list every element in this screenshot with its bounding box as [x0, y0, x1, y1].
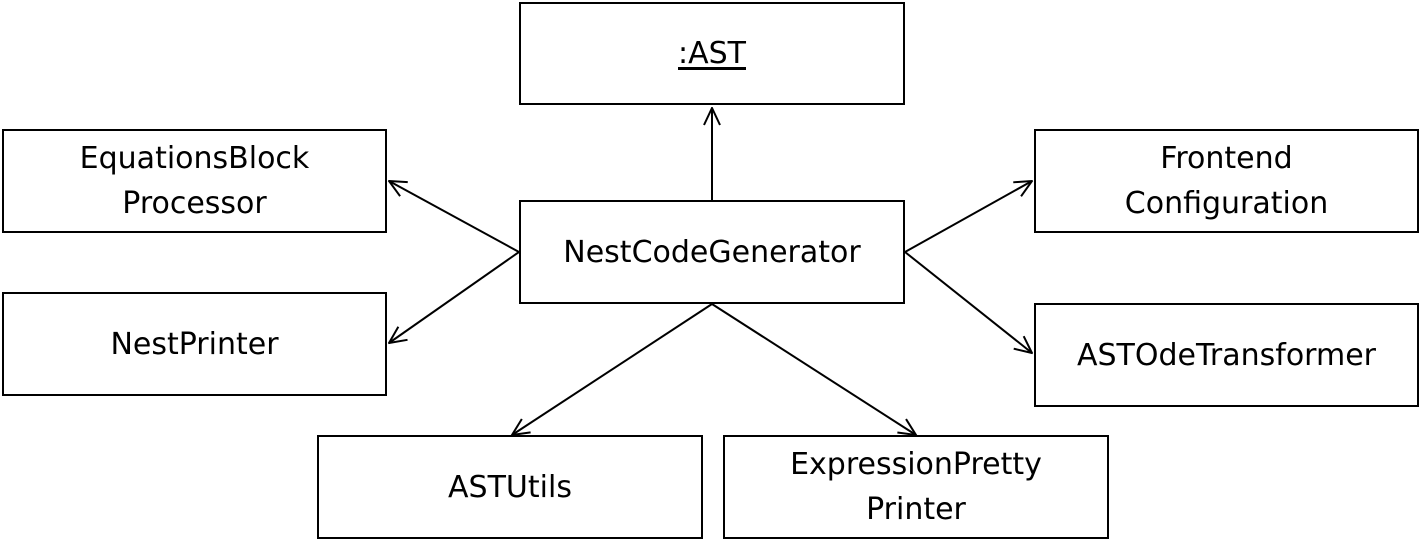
expression-pretty-printer-label-line-1: ExpressionPretty: [790, 447, 1042, 482]
frontend-configuration-label-line-1: Frontend: [1160, 141, 1293, 176]
equations-block-processor-node: EquationsBlock Processor: [2, 129, 387, 233]
edge-generator-to-equations-block-processor: [389, 181, 520, 253]
frontend-configuration-node: Frontend Configuration: [1034, 129, 1419, 233]
nest-printer-label: NestPrinter: [110, 326, 279, 362]
ast-ode-transformer-node: ASTOdeTransformer: [1034, 303, 1419, 407]
equations-block-processor-label-line-1: EquationsBlock: [79, 141, 310, 176]
nest-code-generator-label: NestCodeGenerator: [563, 234, 861, 270]
nest-printer-node: NestPrinter: [2, 292, 387, 396]
edge-generator-to-nest-printer: [389, 251, 520, 343]
ast-node: :AST: [519, 2, 905, 105]
ast-utils-label: ASTUtils: [448, 469, 572, 505]
ast-ode-transformer-label: ASTOdeTransformer: [1076, 337, 1377, 373]
edge-generator-to-expression-pretty-printer: [711, 303, 916, 435]
expression-pretty-printer-label-line-2: Printer: [866, 492, 966, 527]
nest-code-generator-node: NestCodeGenerator: [519, 200, 905, 304]
frontend-configuration-label-line-2: Configuration: [1124, 186, 1329, 221]
equations-block-processor-label-line-2: Processor: [122, 186, 267, 221]
expression-pretty-printer-node: ExpressionPretty Printer: [723, 435, 1109, 539]
edge-generator-to-ast-utils: [512, 303, 713, 435]
edge-generator-to-frontend-configuration: [904, 181, 1032, 253]
ast-node-label: :AST: [678, 36, 746, 71]
ast-utils-node: ASTUtils: [317, 435, 703, 539]
edge-generator-to-ast-ode-transformer: [904, 251, 1032, 353]
